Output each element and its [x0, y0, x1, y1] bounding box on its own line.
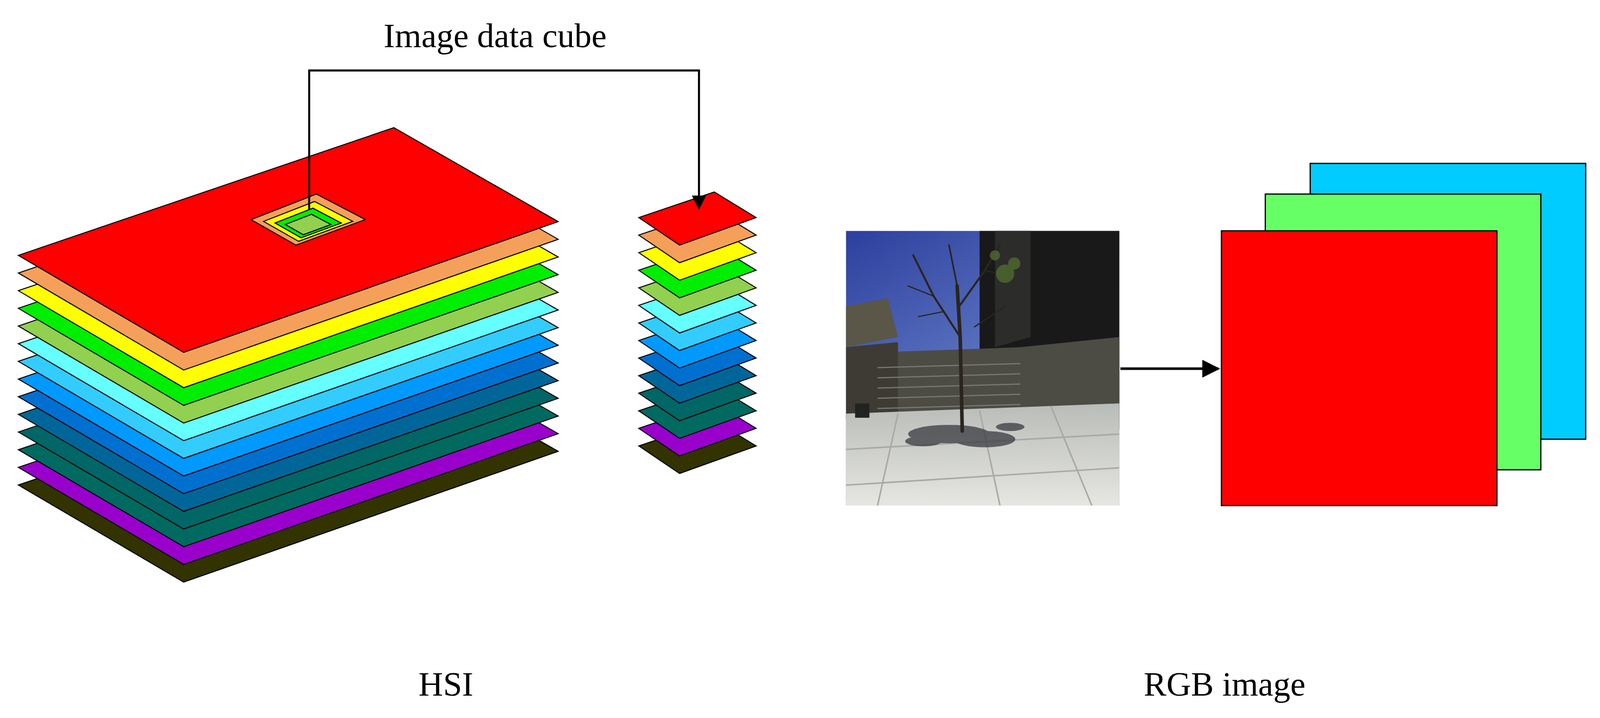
conversion-arrow [1120, 367, 1219, 370]
spectral-band [638, 192, 756, 246]
figure-heading: Image data cube [383, 17, 607, 55]
red-channel [1221, 231, 1498, 506]
extraction-bracket [309, 70, 700, 210]
panel-caption: RGB image [1143, 665, 1306, 703]
window-ring [285, 213, 332, 235]
hsi-layer-stack [18, 127, 559, 582]
window-ring [275, 208, 342, 238]
panel-caption: HSI [418, 665, 474, 703]
data-cube-stack [638, 192, 756, 474]
spectral-band [18, 127, 559, 353]
rgb-photo [845, 231, 1120, 506]
